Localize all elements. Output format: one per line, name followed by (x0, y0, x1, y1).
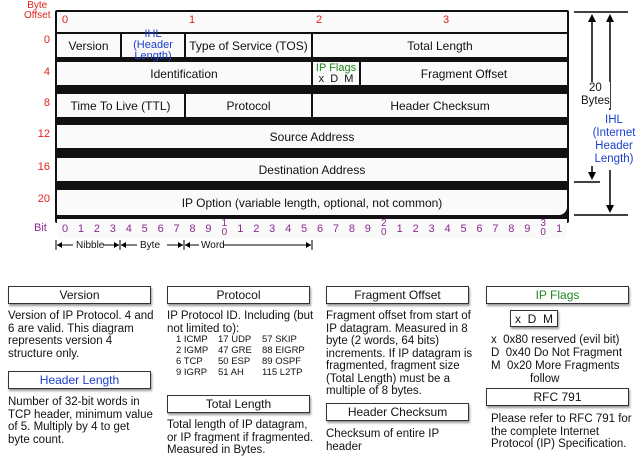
bit-11: 1 (237, 223, 244, 235)
field-version: Version (57, 34, 120, 57)
legend-ip-flags-line-1: x 0x80 reserved (evil bit) (491, 334, 620, 346)
bit-21: 1 (396, 223, 403, 235)
legend-protocol-text: IP Protocol ID. Including (but not limit… (167, 310, 314, 335)
bit-26: 6 (476, 223, 483, 235)
protocol-id: 50 ESP (218, 356, 251, 367)
protocol-id: 51 AH (218, 367, 244, 378)
field-source-address: Source Address (57, 125, 567, 148)
protocol-id: 1 ICMP (176, 334, 208, 345)
field-fragment-offset: Fragment Offset (361, 62, 567, 85)
bit-0: 0 (61, 223, 69, 235)
legend-version-text: Version of IP Protocol. 4 and 6 are vali… (8, 310, 154, 360)
legend-total-length-text: Total length of IP datagram, or IP fragm… (167, 419, 314, 456)
bit-19: 9 (364, 223, 371, 235)
scale-arrows (55, 240, 313, 250)
bit-31: 1 (556, 223, 563, 235)
bit-16: 6 (316, 223, 324, 235)
legend-ip-flags-line-4: follow (530, 373, 560, 385)
byte-marker-0: 0 (62, 14, 69, 26)
bit-29: 9 (524, 223, 531, 235)
byte-marker-2: 2 (316, 14, 323, 26)
byte-marker-3: 3 (443, 14, 450, 26)
byte-offset-label: Byte Offset (24, 0, 51, 21)
bit-15: 5 (301, 223, 308, 235)
bit-18: 8 (348, 223, 355, 235)
field-protocol: Protocol (186, 94, 311, 117)
row-offset-8: 8 (43, 97, 50, 109)
scale-byte: Byte (140, 240, 161, 251)
protocol-id: 115 L2TP (262, 367, 303, 378)
ip-flags-bits: x D M (318, 72, 354, 85)
bit-3: 3 (109, 223, 116, 235)
protocol-id: 6 TCP (176, 356, 203, 367)
protocol-id: 2 IGMP (176, 345, 209, 356)
legend-ip-flags-line-3: M 0x20 More Fragments (491, 360, 620, 372)
bit-2: 2 (93, 223, 100, 235)
legend-fragment-offset-text: Fragment offset from start of IP datagra… (326, 310, 473, 397)
bit-6: 6 (157, 223, 164, 235)
bit-23: 3 (428, 223, 435, 235)
bit-24: 4 (444, 223, 451, 235)
bit-9: 9 (205, 223, 212, 235)
field-destination-address: Destination Address (57, 158, 567, 181)
protocol-id: 17 UDP (218, 334, 252, 345)
bit-17: 7 (332, 223, 340, 235)
field-ihl: IHL (Header Length) (122, 29, 184, 62)
row-offset-16: 16 (37, 161, 50, 173)
row-offset-4: 4 (43, 66, 50, 78)
bit-20: 2 0 (381, 218, 387, 238)
field-total-length: Total Length (313, 34, 567, 57)
protocol-id: 88 EIGRP (262, 345, 305, 356)
legend-ip-flags-title: IP Flags (486, 286, 629, 304)
bit-30: 3 0 (540, 218, 546, 238)
legend-ip-flags-bits: x D M (510, 310, 558, 327)
bit-13: 3 (269, 223, 276, 235)
bit-22: 2 (412, 223, 419, 235)
legend-ip-flags-line-2: D 0x40 Do Not Fragment (491, 347, 623, 359)
protocol-id: 9 IGRP (176, 367, 208, 378)
legend-rfc-text: Please refer to RFC 791 for the complete… (491, 413, 632, 450)
protocol-id: 57 SKIP (262, 334, 297, 345)
bit-1: 1 (77, 223, 84, 235)
legend-version-title: Version (8, 286, 151, 304)
bit-28: 8 (508, 223, 515, 235)
bit-14: 4 (285, 223, 292, 235)
bit-8: 8 (189, 223, 196, 235)
field-ttl: Time To Live (TTL) (57, 94, 184, 117)
row-offset-12: 12 (37, 128, 50, 140)
bit-12: 2 (253, 223, 260, 235)
bit-25: 5 (460, 223, 467, 235)
legend-rfc-title: RFC 791 (486, 388, 629, 406)
protocol-id: 47 GRE (218, 345, 252, 356)
byte-marker-1: 1 (189, 14, 196, 26)
row-offset-0: 0 (43, 34, 50, 46)
byte-marker-row (57, 12, 567, 32)
field-header-checksum: Header Checksum (313, 94, 567, 117)
ihl-side-label: IHL (Internet Header Length) (590, 114, 638, 166)
field-ip-option: IP Option (variable length, optional, no… (57, 190, 567, 215)
bit-label: Bit (34, 222, 47, 234)
legend-header-checksum-text: Checksum of entire IP header (326, 428, 439, 453)
legend-header-length-title: Header Length (8, 371, 151, 389)
field-ip-flags: IP Flags x D M (313, 62, 359, 85)
legend-header-checksum-title: Header Checksum (326, 403, 469, 421)
field-identification: Identification (57, 62, 311, 85)
ip-flags-title: IP Flags (315, 61, 357, 74)
field-tos: Type of Service (TOS) (186, 34, 311, 57)
legend-fragment-offset-title: Fragment Offset (326, 286, 469, 304)
row-offset-20: 20 (37, 193, 50, 205)
bit-5: 5 (141, 223, 148, 235)
scale-word: Word (201, 240, 225, 251)
bit-7: 7 (173, 223, 180, 235)
bit-4: 4 (125, 223, 132, 235)
bit-10: 1 0 (221, 218, 228, 238)
legend-protocol-title: Protocol (167, 286, 310, 304)
legend-header-length-text: Number of 32-bit words in TCP header, mi… (8, 396, 153, 446)
bit-27: 7 (492, 223, 499, 235)
bit-row (57, 219, 567, 239)
legend-total-length-title: Total Length (167, 395, 310, 413)
protocol-id: 89 OSPF (262, 356, 302, 367)
scale-nibble: Nibble (76, 240, 105, 251)
twenty-bytes-label: 20 Bytes (581, 82, 610, 108)
